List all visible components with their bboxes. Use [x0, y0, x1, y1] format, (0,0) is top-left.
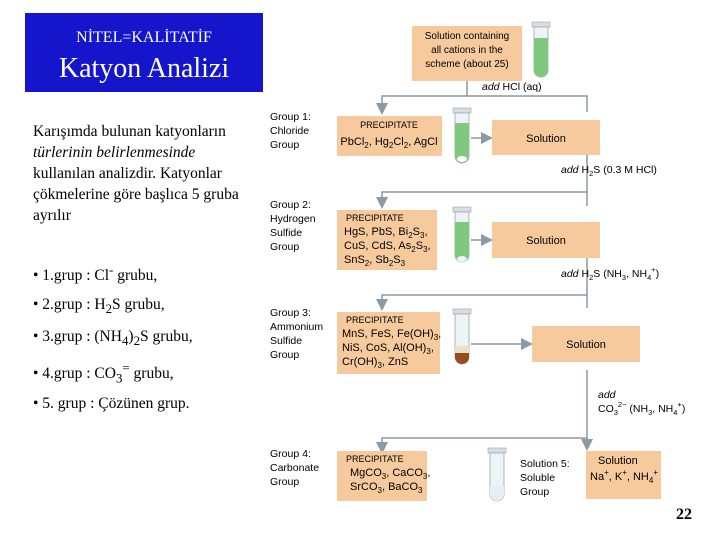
svg-text:Chloride: Chloride [270, 125, 309, 137]
group-1-tube-icon [452, 107, 472, 164]
group-5-ions: Na+, K+, NH4+ [590, 468, 658, 485]
group-3-precipitate-1: MnS, FeS, Fe(OH)3, [342, 328, 441, 342]
group-2-solution-box [492, 222, 600, 258]
group-5: Solution 5: Soluble Group Solution Na+, … [520, 451, 661, 499]
start-text-1: Solution containing [425, 31, 510, 42]
svg-text:Carbonate: Carbonate [270, 462, 319, 474]
svg-text:Solution: Solution [566, 339, 606, 351]
svg-text:Solution: Solution [526, 235, 566, 247]
svg-text:Group: Group [270, 349, 299, 361]
bullet-group-2: • 2.grup : H2S grubu, [33, 296, 165, 317]
group-5-label: Solution 5: [520, 458, 570, 470]
group-2-precipitate-2: CuS, CdS, As2S3, [344, 240, 431, 254]
svg-text:Group: Group [270, 476, 299, 488]
start-tube-icon [531, 21, 551, 78]
group-2-precipitate-1: HgS, PbS, Bi2S3, [344, 226, 428, 240]
svg-text:Solution: Solution [526, 133, 566, 145]
svg-text:Sulfide: Sulfide [270, 227, 302, 239]
group-1-solution-box [492, 120, 600, 155]
group-4-label: Group 4: [270, 448, 311, 460]
intro-text-1: Karışımda bulunan katyonların [33, 123, 226, 140]
start-text-3: scheme (about 25) [425, 59, 508, 70]
svg-text:Hydrogen: Hydrogen [270, 213, 316, 225]
group-4-tube-icon [487, 447, 507, 502]
group-2: Group 2: Hydrogen Sulfide Group PRECIPIT… [270, 199, 600, 270]
start-solution-box [412, 26, 522, 81]
group-3-tube-icon [452, 308, 472, 365]
intro-paragraph: Karışımda bulunan katyonların türlerinin… [33, 121, 258, 226]
title-subtitle: NİTEL=KALİTATİF [76, 29, 212, 46]
svg-text:Soluble: Soluble [520, 472, 555, 484]
svg-text:Group: Group [270, 241, 299, 253]
group-4: Group 4: Carbonate Group PRECIPITATE MgC… [270, 447, 507, 502]
svg-text:Group: Group [270, 139, 299, 151]
bullet-group-1: • 1.grup : Cl- grubu, [33, 262, 158, 285]
svg-text:Solution: Solution [598, 455, 638, 467]
group-3-label: Group 3: [270, 307, 311, 319]
group-2-label: Group 2: [270, 199, 311, 211]
group-2-tube-icon [452, 206, 472, 263]
group-1-precipitate: PbCl2, Hg2Cl2, AgCl [340, 136, 437, 150]
group-5-solution-box [586, 451, 661, 499]
svg-text:PRECIPITATE: PRECIPITATE [346, 213, 404, 223]
group-3-solution-box [532, 326, 640, 362]
bullet-group-4: • 4.grup : CO3= grubu, [33, 360, 174, 386]
page-number: 22 [676, 506, 692, 523]
group-4-precipitate-2: SrCO3, BaCO3 [350, 481, 423, 495]
group-2-precipitate-box [337, 210, 437, 270]
group-3-precipitate-3: Cr(OH)3, ZnS [342, 356, 408, 370]
page-title: Katyon Analizi [58, 53, 230, 84]
group-1: Group 1: Chloride Group PRECIPITATE PbCl… [270, 107, 600, 164]
group-3: Group 3: Ammonium Sulfide Group PRECIPIT… [270, 307, 640, 374]
svg-text:PRECIPITATE: PRECIPITATE [346, 454, 404, 464]
reagent-4-label: CO32− (NH3, NH4+) [598, 400, 685, 417]
group-3-precipitate-2: NiS, CoS, Al(OH)3, [342, 342, 434, 356]
reagent-4-add: add [598, 389, 617, 401]
bullet-group-5: • 5. grup : Çözünen grup. [33, 395, 190, 412]
svg-text:Ammonium: Ammonium [270, 321, 323, 333]
intro-text-2: kullanılan analizdir. Katyonlar çökmeler… [33, 165, 239, 224]
svg-text:Sulfide: Sulfide [270, 335, 302, 347]
svg-text:PRECIPITATE: PRECIPITATE [346, 315, 404, 325]
bullet-group-3: • 3.grup : (NH4)2S grubu, [33, 328, 193, 349]
group-2-precipitate-3: SnS2, Sb2S3 [344, 254, 406, 268]
cation-analysis-flowchart: Solution containing all cations in the s… [270, 21, 685, 502]
start-text-2: all cations in the [431, 45, 503, 56]
svg-text:Group: Group [520, 486, 549, 498]
svg-text:PRECIPITATE: PRECIPITATE [360, 120, 418, 130]
group-4-precipitate-box [337, 451, 427, 501]
group-1-label: Group 1: [270, 111, 311, 123]
title-box: NİTEL=KALİTATİF Katyon Analizi [25, 13, 263, 92]
intro-text-italic: türlerinin belirlenmesinde [33, 144, 196, 161]
group-1-precipitate-box [337, 116, 442, 156]
group-3-precipitate-box [337, 312, 440, 374]
group-4-precipitate-1: MgCO3, CaCO3, [350, 467, 430, 481]
